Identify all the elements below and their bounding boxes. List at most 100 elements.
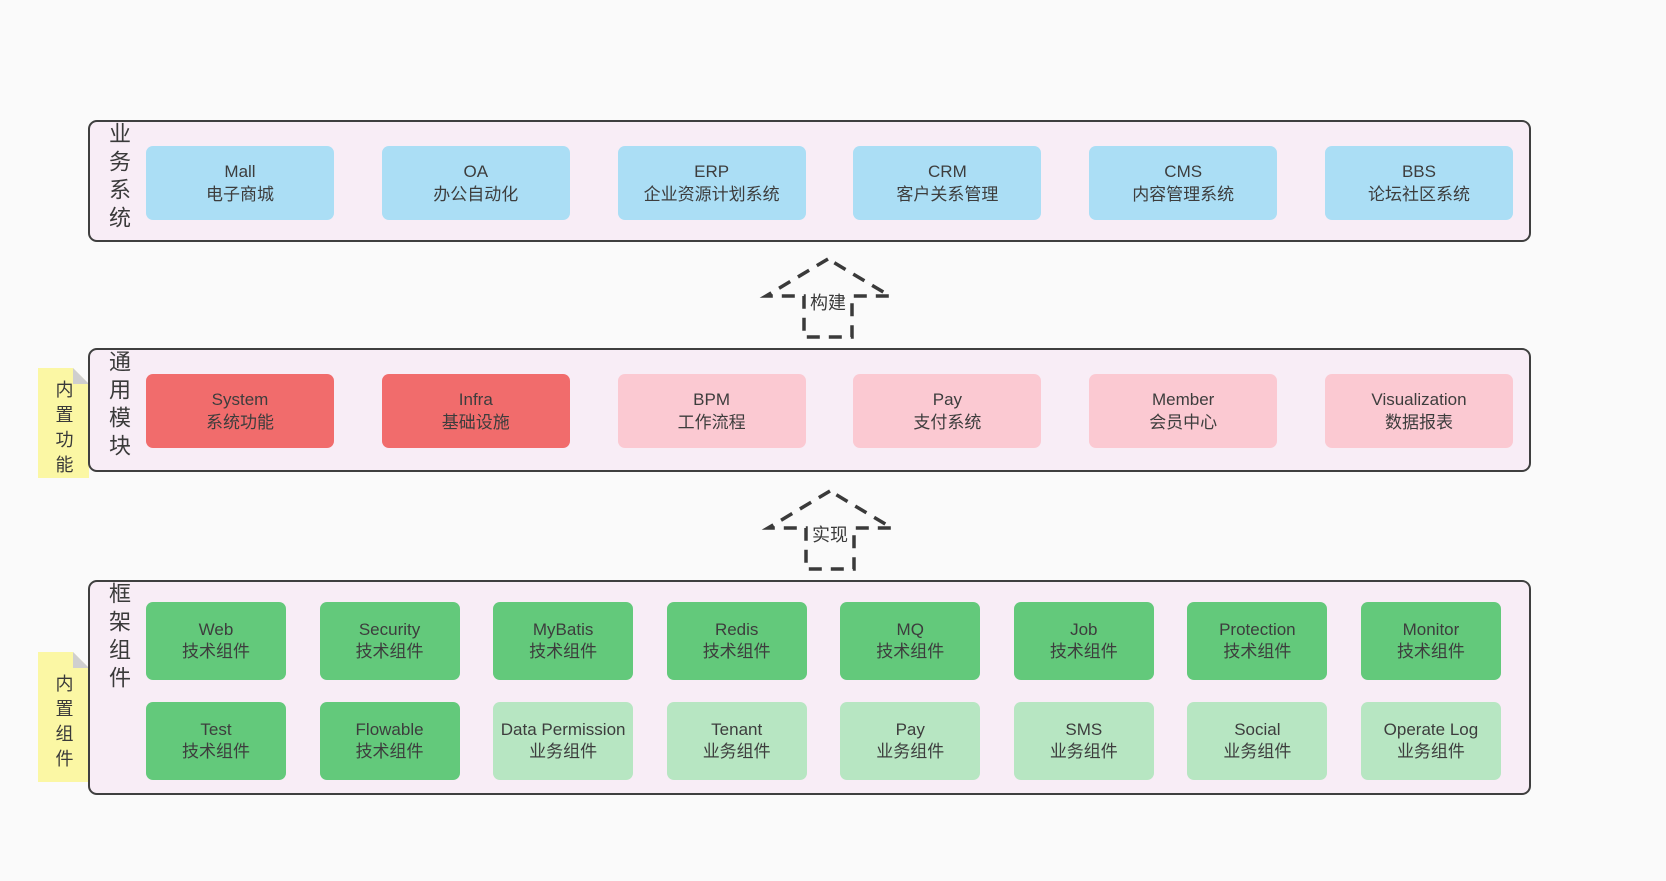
box-title: Test [200,720,232,739]
box-test: Test 技术组件 [146,702,286,780]
box-subtitle: 业务组件 [876,742,945,761]
box-subtitle: 技术组件 [355,742,424,761]
arrow-implement-label: 实现 [809,520,851,548]
sticky-fold-icon [73,652,89,668]
box-subtitle: 技术组件 [876,642,945,661]
box-subtitle: 业务组件 [1049,742,1118,761]
box-title: SMS [1065,720,1103,739]
box-title: Social [1234,720,1281,739]
arrow-up-implement-icon: 实现 [760,488,900,572]
box-title: MyBatis [532,620,594,639]
box-title: CRM [928,162,967,181]
box-title: Redis [714,620,759,639]
box-title: Data Permission [500,720,626,739]
box-flowable: Flowable 技术组件 [319,702,460,780]
box-title: Member [1152,390,1215,409]
box-title: ERP [694,162,730,181]
box-title: Operate Log [1383,720,1479,739]
box-title: Mall [224,162,256,181]
box-title: Infra [458,390,493,409]
sticky-note-label: 内置功能 [53,380,74,480]
box-sms: SMS 业务组件 [1013,702,1154,780]
box-subtitle: 基础设施 [441,413,510,432]
box-operate-log: Operate Log 业务组件 [1360,702,1501,780]
box-subtitle: 内容管理系统 [1132,185,1235,204]
box-protection: Protection 技术组件 [1187,602,1328,680]
box-title: Job [1070,620,1098,639]
box-job: Job 技术组件 [1013,602,1154,680]
box-redis: Redis 技术组件 [666,602,807,680]
sticky-fold-icon [73,368,89,384]
box-data-permission: Data Permission 业务组件 [493,702,634,780]
box-title: MQ [896,620,924,639]
box-title: CMS [1164,162,1203,181]
box-subtitle: 支付系统 [913,413,982,432]
box-subtitle: 技术组件 [1223,642,1292,661]
box-pay: Pay 支付系统 [853,374,1042,448]
sticky-note-built-in-components: 内置组件 [38,652,89,782]
box-web: Web 技术组件 [146,602,286,680]
box-title: Visualization [1371,390,1467,409]
box-subtitle: 技术组件 [182,742,250,761]
box-subtitle: 技术组件 [529,642,598,661]
box-title: OA [463,162,489,181]
box-security: Security 技术组件 [319,602,460,680]
box-mall: Mall 电子商城 [146,146,334,220]
box-subtitle: 业务组件 [1396,742,1465,761]
box-cms: CMS 内容管理系统 [1089,146,1278,220]
box-subtitle: 会员中心 [1149,413,1218,432]
box-title: Flowable [355,720,424,739]
box-subtitle: 企业资源计划系统 [643,185,780,204]
layer-framework-components-label: 框架组件 [106,582,131,694]
box-subtitle: 系统功能 [206,413,274,432]
box-subtitle: 业务组件 [1223,742,1292,761]
box-bpm: BPM 工作流程 [617,374,806,448]
business-systems-box-row: Mall 电子商城 OA 办公自动化 ERP 企业资源计划系统 CRM 客户关系管理 CMS 内容… [146,146,1513,220]
box-subtitle: 技术组件 [702,642,771,661]
box-subtitle: 技术组件 [355,642,424,661]
sticky-note-label: 内置组件 [53,674,74,774]
box-mq: MQ 技术组件 [840,602,981,680]
box-title: Protection [1219,620,1296,639]
box-title: Pay [895,720,925,739]
box-visualization: Visualization 数据报表 [1324,374,1513,448]
arrow-build-label: 构建 [807,288,849,316]
box-title: BPM [693,390,731,409]
layer-common-modules-label: 通用模块 [106,350,131,462]
box-subtitle: 数据报表 [1384,413,1453,432]
box-subtitle: 客户关系管理 [896,185,999,204]
box-social: Social 业务组件 [1187,702,1328,780]
layer-business-systems: 业务系统 Mall 电子商城 OA 办公自动化 ERP 企业资源计划系统 CRM 客户关系管理… [88,120,1531,242]
box-erp: ERP 企业资源计划系统 [617,146,806,220]
box-mybatis: MyBatis 技术组件 [493,602,634,680]
box-infra: Infra 基础设施 [381,374,570,448]
box-subtitle: 论坛社区系统 [1367,185,1470,204]
box-subtitle: 业务组件 [529,742,598,761]
box-subtitle: 业务组件 [702,742,771,761]
box-pay: Pay 业务组件 [840,702,981,780]
arrow-up-build-icon: 构建 [758,256,898,340]
box-subtitle: 办公自动化 [433,185,519,204]
box-subtitle: 电子商城 [206,185,274,204]
box-subtitle: 技术组件 [182,642,250,661]
box-crm: CRM 客户关系管理 [853,146,1042,220]
box-tenant: Tenant 业务组件 [666,702,807,780]
layer-business-systems-label: 业务系统 [106,122,131,234]
box-title: Pay [932,390,963,409]
box-bbs: BBS 论坛社区系统 [1324,146,1513,220]
box-member: Member 会员中心 [1089,374,1278,448]
box-title: Tenant [711,720,763,739]
box-subtitle: 工作流程 [677,413,746,432]
box-title: Security [358,620,421,639]
sticky-note-built-in-features: 内置功能 [38,368,89,480]
box-title: Web [198,620,234,639]
box-title: BBS [1401,162,1436,181]
box-subtitle: 技术组件 [1049,642,1118,661]
